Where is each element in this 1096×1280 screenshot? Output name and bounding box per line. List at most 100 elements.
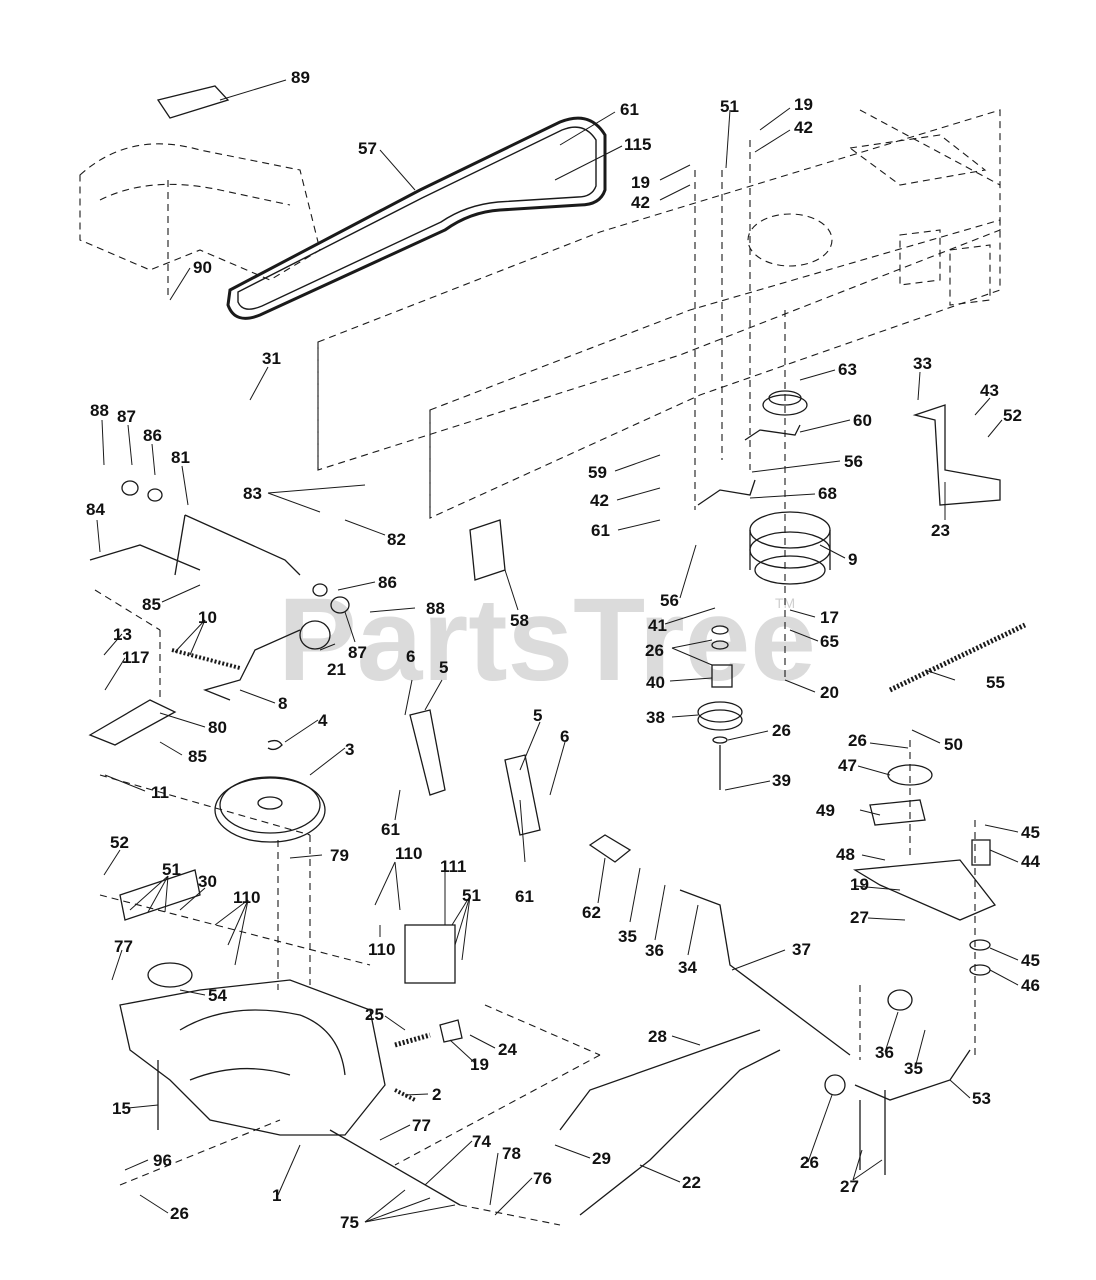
callout-19: 19	[794, 95, 813, 114]
callout-30: 30	[198, 872, 217, 891]
callout-3: 3	[345, 740, 354, 759]
callout-42: 42	[590, 491, 609, 510]
hood-pedestal	[79, 85, 321, 281]
callout-68: 68	[818, 484, 837, 503]
callout-15: 15	[112, 1099, 131, 1118]
callout-54: 54	[208, 986, 227, 1005]
callout-58: 58	[510, 611, 529, 630]
callout-55: 55	[986, 673, 1005, 692]
callout-27: 27	[840, 1177, 859, 1196]
callout-61: 61	[515, 887, 534, 906]
callout-115: 115	[624, 135, 651, 154]
callout-110: 110	[395, 844, 422, 863]
callout-42: 42	[794, 118, 813, 137]
callout-86: 86	[378, 573, 397, 592]
callout-75: 75	[340, 1213, 359, 1232]
callout-24: 24	[498, 1040, 517, 1059]
callout-83: 83	[243, 484, 262, 503]
callout-5: 5	[439, 658, 448, 677]
callout-28: 28	[648, 1027, 667, 1046]
callout-56: 56	[844, 452, 863, 471]
mid-parts	[214, 390, 1027, 976]
callout-39: 39	[772, 771, 791, 790]
callout-52: 52	[1003, 406, 1022, 425]
callout-22: 22	[682, 1173, 701, 1192]
callout-51: 51	[720, 97, 739, 116]
callout-88: 88	[426, 599, 445, 618]
callout-26: 26	[170, 1204, 189, 1223]
callout-81: 81	[171, 448, 190, 467]
callout-41: 41	[648, 616, 667, 635]
callout-36: 36	[645, 941, 664, 960]
callout-26: 26	[772, 721, 791, 740]
callout-61: 61	[620, 100, 639, 119]
callout-5: 5	[533, 706, 542, 725]
callout-84: 84	[86, 500, 105, 519]
callout-60: 60	[853, 411, 872, 430]
callout-29: 29	[592, 1149, 611, 1168]
callout-46: 46	[1021, 976, 1040, 995]
callout-27: 27	[850, 908, 869, 927]
callout-35: 35	[904, 1059, 923, 1078]
callout-labels: 89 61 51 19 57 115 42 19 42 90 31 63 33 …	[86, 68, 1040, 1232]
callout-45: 45	[1021, 951, 1040, 970]
callout-19: 19	[631, 173, 650, 192]
callout-26: 26	[848, 731, 867, 750]
callout-80: 80	[208, 718, 227, 737]
drive-belt	[226, 116, 607, 320]
callout-42: 42	[631, 193, 650, 212]
callout-23: 23	[931, 521, 950, 540]
callout-40: 40	[646, 673, 665, 692]
callout-35: 35	[618, 927, 637, 946]
callout-8: 8	[278, 694, 287, 713]
callout-77: 77	[412, 1116, 431, 1135]
callout-62: 62	[582, 903, 601, 922]
callout-110: 110	[368, 940, 395, 959]
callout-10: 10	[198, 608, 217, 627]
callout-78: 78	[502, 1144, 521, 1163]
callout-56: 56	[660, 591, 679, 610]
callout-65: 65	[820, 632, 839, 651]
callout-45: 45	[1021, 823, 1040, 842]
callout-85: 85	[188, 747, 207, 766]
callout-51: 51	[162, 860, 181, 879]
callout-31: 31	[262, 349, 281, 368]
callout-52: 52	[110, 833, 129, 852]
callout-25: 25	[365, 1005, 384, 1024]
callout-19: 19	[850, 875, 869, 894]
callout-11: 11	[151, 783, 169, 802]
callout-34: 34	[678, 958, 697, 977]
callout-77: 77	[114, 937, 133, 956]
callout-43: 43	[980, 381, 999, 400]
callout-111: 111	[440, 857, 467, 876]
left-linkage	[88, 480, 350, 746]
assembly-lines	[94, 140, 976, 1226]
callout-74: 74	[472, 1132, 491, 1151]
callout-86: 86	[143, 426, 162, 445]
callout-38: 38	[646, 708, 665, 727]
callout-26: 26	[645, 641, 664, 660]
callout-26: 26	[800, 1153, 819, 1172]
callout-13: 13	[113, 625, 132, 644]
callout-2: 2	[432, 1085, 441, 1104]
callout-36: 36	[875, 1043, 894, 1062]
callout-50: 50	[944, 735, 963, 754]
watermark-text: PartsTree	[278, 574, 816, 706]
callout-47: 47	[838, 756, 857, 775]
callout-61: 61	[591, 521, 610, 540]
callout-59: 59	[588, 463, 607, 482]
callout-61: 61	[381, 820, 400, 839]
callout-76: 76	[533, 1169, 552, 1188]
callout-88: 88	[90, 401, 109, 420]
callout-6: 6	[406, 647, 415, 666]
callout-6: 6	[560, 727, 569, 746]
callout-90: 90	[193, 258, 212, 277]
callout-89: 89	[291, 68, 310, 87]
callout-21: 21	[327, 660, 346, 679]
callout-63: 63	[838, 360, 857, 379]
leader-lines	[96, 79, 1019, 1223]
callout-17: 17	[820, 608, 839, 627]
callout-57: 57	[358, 139, 377, 158]
callout-82: 82	[387, 530, 406, 549]
